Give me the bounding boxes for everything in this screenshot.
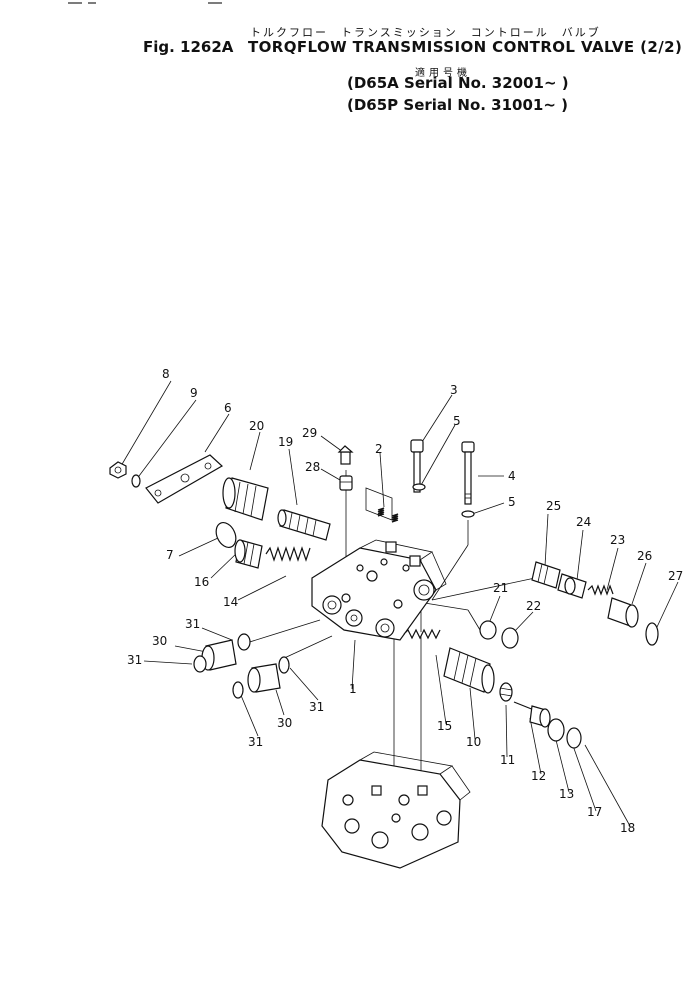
part-bolt-3	[410, 439, 424, 493]
part-valve-16	[234, 539, 263, 569]
part-valve-body-1	[311, 539, 447, 641]
callout-9: 9	[190, 386, 198, 400]
part-pin-12	[513, 701, 535, 711]
callout-31-d: 31	[248, 735, 263, 749]
callout-26: 26	[637, 549, 652, 563]
part-cover-plate-6	[145, 454, 224, 504]
callout-25: 25	[546, 499, 561, 513]
part-washer-5a	[412, 483, 426, 491]
part-o-ring-31c	[278, 656, 290, 674]
callout-12: 12	[531, 769, 546, 783]
callout-6: 6	[224, 401, 232, 415]
callout-20: 20	[249, 419, 264, 433]
callout-7: 7	[166, 548, 174, 562]
callout-18: 18	[620, 821, 635, 835]
callout-8: 8	[162, 367, 170, 381]
part-springs-2	[365, 487, 399, 523]
part-o-ring-7	[215, 522, 237, 548]
callout-21: 21	[493, 581, 508, 595]
figure-number: Fig. 1262A	[143, 38, 234, 56]
callout-23: 23	[610, 533, 625, 547]
part-snap-ring-27	[645, 622, 659, 646]
figure-title: TORQFLOW TRANSMISSION CONTROL VALVE (2/2…	[248, 38, 683, 56]
part-spool-19	[277, 509, 331, 541]
callout-5-upper: 5	[453, 414, 461, 428]
part-o-ring-31d	[232, 681, 244, 699]
callout-28: 28	[305, 460, 320, 474]
callout-22: 22	[526, 599, 541, 613]
callout-2: 2	[375, 442, 383, 456]
callout-27: 27	[668, 569, 683, 583]
callout-17: 17	[587, 805, 602, 819]
applicability-japanese: 適用号機	[415, 68, 471, 79]
callout-31-c: 31	[309, 700, 324, 714]
callout-11: 11	[500, 753, 515, 767]
callout-14: 14	[223, 595, 238, 609]
part-spring-15	[403, 628, 441, 640]
part-snap-ring-18	[566, 727, 582, 749]
part-spring-23	[587, 584, 614, 596]
callout-30-b: 30	[277, 716, 292, 730]
part-retainer-13	[529, 705, 551, 728]
callout-3: 3	[450, 383, 458, 397]
part-sleeve-30a	[201, 639, 237, 671]
callout-29: 29	[302, 426, 317, 440]
callout-4: 4	[508, 469, 516, 483]
part-fitting-28	[339, 475, 353, 491]
part-cap-17	[547, 718, 565, 742]
part-spool-24	[557, 573, 587, 599]
part-cap-26	[607, 597, 639, 628]
part-o-ring-31a	[237, 633, 251, 651]
part-washer-9	[131, 474, 141, 488]
part-lower-valve-body	[321, 751, 471, 869]
callout-15: 15	[437, 719, 452, 733]
part-washer-5b	[461, 510, 475, 518]
part-bolt-4	[461, 441, 475, 505]
part-plug-29	[337, 445, 354, 465]
callout-5-lower: 5	[508, 495, 516, 509]
callout-31-a: 31	[185, 617, 200, 631]
part-snap-ring-22	[501, 627, 519, 649]
part-bolt-8	[109, 461, 127, 479]
callout-30-a: 30	[152, 634, 167, 648]
part-spool-10	[443, 647, 495, 694]
callout-1: 1	[349, 682, 357, 696]
japanese-title: トルクフロー トランスミッション コントロール バルブ	[250, 26, 601, 39]
callout-19: 19	[278, 435, 293, 449]
part-spring-14	[265, 546, 311, 562]
part-valve-25	[531, 561, 561, 589]
part-plug-21	[479, 620, 497, 640]
serial-range-d65a: (D65A Serial No. 32001~ )	[347, 74, 569, 92]
callout-31-b: 31	[127, 653, 142, 667]
part-spring-11	[499, 682, 513, 702]
serial-range-d65p: (D65P Serial No. 31001~ )	[347, 96, 569, 114]
part-valve-20	[222, 477, 269, 521]
callout-13: 13	[559, 787, 574, 801]
callout-24: 24	[576, 515, 591, 529]
callout-10: 10	[466, 735, 481, 749]
part-o-ring-31b	[193, 655, 207, 673]
leader-lines	[120, 380, 679, 827]
callout-16: 16	[194, 575, 209, 589]
part-sleeve-30b	[247, 663, 281, 693]
